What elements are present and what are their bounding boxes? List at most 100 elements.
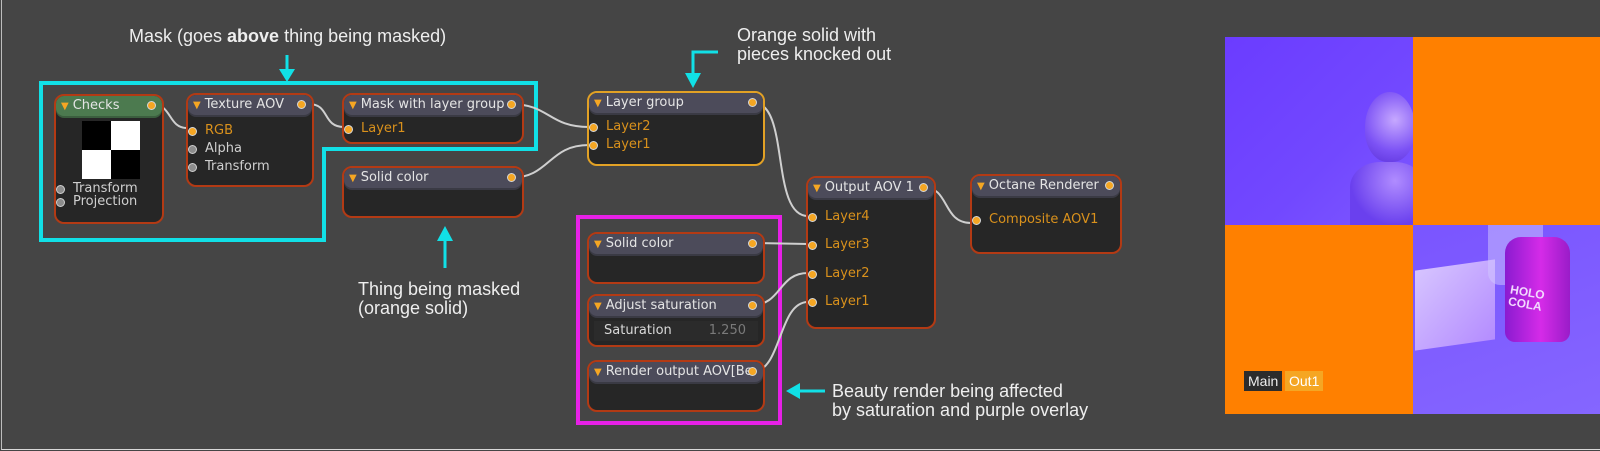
node-title: Output AOV 1	[824, 180, 914, 195]
octane-renderer-node[interactable]: ▼Octane Renderer Composite AOV1	[970, 174, 1122, 254]
input-pin[interactable]	[808, 298, 817, 307]
collapse-triangle-icon[interactable]: ▼	[977, 181, 985, 192]
param-label: Saturation	[604, 323, 672, 338]
layer-group-header[interactable]: ▼Layer group	[589, 93, 763, 113]
input-layer1[interactable]: Layer1	[589, 137, 651, 152]
checks-node[interactable]: ▼Checks Transform Projection	[54, 94, 164, 224]
input-label: Layer2	[825, 266, 870, 281]
layer-group-node[interactable]: ▼Layer group Layer2 Layer1	[587, 91, 765, 166]
collapse-triangle-icon[interactable]: ▼	[594, 367, 602, 378]
node-title: Solid color	[605, 236, 674, 251]
input-label: Layer3	[825, 237, 870, 252]
input-pin[interactable]	[589, 141, 598, 150]
output-pin[interactable]	[1105, 181, 1114, 190]
input-pin[interactable]	[188, 127, 197, 136]
render-quadrant-bottom-right: HOLO COLA	[1413, 225, 1600, 414]
node-title: Checks	[72, 98, 120, 113]
input-pin[interactable]	[808, 241, 817, 250]
node-title: Octane Renderer	[988, 178, 1099, 193]
input-label: RGB	[205, 123, 234, 138]
input-pin[interactable]	[188, 163, 197, 172]
mask-layer-group-header[interactable]: ▼Mask with layer group	[344, 95, 522, 115]
input-pin[interactable]	[56, 198, 65, 207]
node-title: Solid color	[360, 170, 429, 185]
mask-annotation: Mask (goes above thing being masked)	[129, 26, 447, 46]
input-layer3[interactable]: Layer3	[808, 237, 870, 252]
mannequin-bust	[1335, 92, 1425, 225]
input-label: Layer1	[825, 294, 870, 309]
input-label: Projection	[73, 194, 138, 209]
texture-aov-header[interactable]: ▼Texture AOV	[188, 95, 312, 115]
input-projection[interactable]: Projection	[56, 194, 138, 209]
input-label: Transform	[205, 159, 270, 174]
input-pin[interactable]	[808, 270, 817, 279]
output-aov-node[interactable]: ▼Output AOV 1 Layer4 Layer3 Layer2 Layer…	[806, 176, 936, 329]
solid-color-node-top[interactable]: ▼Solid color	[342, 166, 524, 218]
collapse-triangle-icon[interactable]: ▼	[594, 301, 602, 312]
saturation-param[interactable]: Saturation 1.250	[594, 321, 758, 341]
input-layer4[interactable]: Layer4	[808, 209, 870, 224]
output-pin[interactable]	[748, 239, 757, 248]
collapse-triangle-icon[interactable]: ▼	[193, 100, 201, 111]
adjust-saturation-node[interactable]: ▼Adjust saturation Saturation 1.250	[587, 294, 765, 347]
input-label: Transform	[73, 181, 138, 196]
output-aov-header[interactable]: ▼Output AOV 1	[808, 178, 934, 198]
input-transform[interactable]: Transform	[56, 181, 138, 196]
render-output-aov-node[interactable]: ▼Render output AOV[Be	[587, 360, 765, 412]
input-layer2[interactable]: Layer2	[589, 119, 651, 134]
input-layer1[interactable]: Layer1	[808, 294, 870, 309]
input-composite-aov1[interactable]: Composite AOV1	[972, 212, 1098, 227]
node-title: Mask with layer group	[360, 97, 505, 112]
output-pin[interactable]	[507, 173, 516, 182]
input-rgb[interactable]: RGB	[188, 123, 234, 138]
input-pin[interactable]	[972, 216, 981, 225]
viewer-tab-out1[interactable]: Out1	[1285, 371, 1324, 391]
param-value[interactable]: 1.250	[708, 323, 746, 338]
output-pin[interactable]	[748, 367, 757, 376]
octane-renderer-header[interactable]: ▼Octane Renderer	[972, 176, 1120, 196]
solid-color-node-bottom[interactable]: ▼Solid color	[587, 232, 765, 284]
solid-color-header[interactable]: ▼Solid color	[589, 234, 763, 254]
mask-layer-group-node[interactable]: ▼Mask with layer group Layer1	[342, 93, 524, 144]
checks-node-header[interactable]: ▼Checks	[56, 96, 162, 116]
can-label: HOLO COLA	[1507, 282, 1546, 314]
output-pin[interactable]	[507, 100, 516, 109]
input-pin[interactable]	[56, 185, 65, 194]
input-label: Alpha	[205, 141, 242, 156]
input-pin[interactable]	[808, 213, 817, 222]
render-output-header[interactable]: ▼Render output AOV[Be	[589, 362, 763, 382]
snack-bag	[1415, 259, 1495, 351]
output-pin[interactable]	[147, 101, 156, 110]
collapse-triangle-icon[interactable]: ▼	[813, 183, 821, 194]
output-pin[interactable]	[748, 98, 757, 107]
input-alpha[interactable]: Alpha	[188, 141, 242, 156]
collapse-triangle-icon[interactable]: ▼	[61, 101, 69, 112]
input-pin[interactable]	[589, 123, 598, 132]
adjust-saturation-header[interactable]: ▼Adjust saturation	[589, 296, 763, 316]
render-quadrant-top-left	[1225, 37, 1425, 225]
output-pin[interactable]	[919, 183, 928, 192]
input-transform[interactable]: Transform	[188, 159, 270, 174]
node-title: Layer group	[605, 95, 684, 110]
input-layer2[interactable]: Layer2	[808, 266, 870, 281]
collapse-triangle-icon[interactable]: ▼	[349, 100, 357, 111]
render-viewer[interactable]: HOLO COLA Main Out1	[1225, 37, 1600, 414]
masked-annotation: Thing being masked(orange solid)	[358, 279, 521, 318]
input-layer1[interactable]: Layer1	[344, 121, 406, 136]
solid-color-header[interactable]: ▼Solid color	[344, 168, 522, 188]
texture-aov-node[interactable]: ▼Texture AOV RGB Alpha Transform	[186, 93, 314, 187]
collapse-triangle-icon[interactable]: ▼	[594, 239, 602, 250]
output-pin[interactable]	[748, 301, 757, 310]
node-title: Render output AOV[Be	[605, 364, 753, 379]
checks-preview	[82, 121, 140, 179]
input-pin[interactable]	[344, 125, 353, 134]
collapse-triangle-icon[interactable]: ▼	[349, 173, 357, 184]
input-label: Layer4	[825, 209, 870, 224]
output-pin[interactable]	[297, 100, 306, 109]
viewer-tab-main[interactable]: Main	[1244, 371, 1283, 391]
collapse-triangle-icon[interactable]: ▼	[594, 98, 602, 109]
input-pin[interactable]	[188, 145, 197, 154]
input-label: Layer1	[606, 137, 651, 152]
